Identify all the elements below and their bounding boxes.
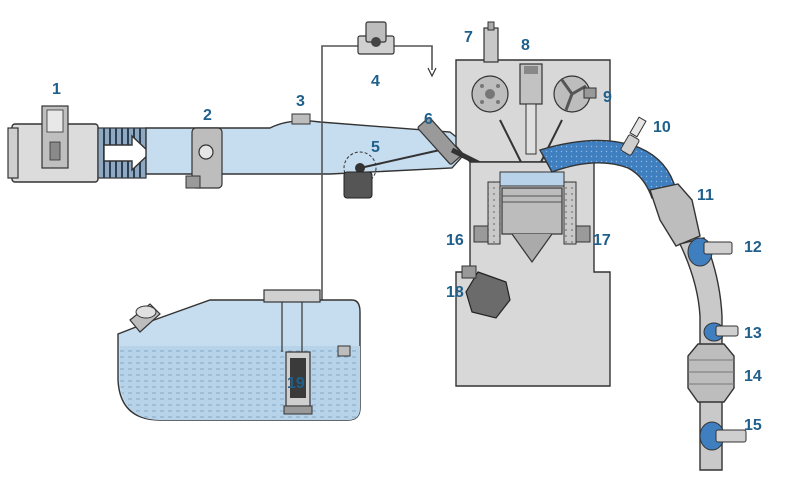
callout-3: 3: [296, 93, 305, 110]
throttle-device: [185, 127, 223, 189]
lambda-sensor-upstream: [620, 116, 647, 156]
callout-8: 8: [521, 37, 530, 54]
callout-5: 5: [371, 139, 380, 156]
callout-16: 16: [446, 232, 464, 249]
callout-13: 13: [744, 325, 762, 342]
fuel-pump-module: [263, 289, 321, 415]
fuel-tank: [117, 289, 361, 421]
callout-9: 9: [603, 89, 612, 106]
callout-10: 10: [653, 119, 671, 136]
callout-17: 17: [593, 232, 611, 249]
callout-4: 4: [371, 73, 380, 90]
callout-labels: 1 2 3 4 5 6 7 8 9 10 11 12 13 14 15 16 1…: [52, 29, 762, 434]
fuel-rail: [483, 27, 499, 63]
callout-7: 7: [464, 29, 473, 46]
engine-block: [417, 21, 611, 387]
knock-sensor-right: [575, 225, 591, 243]
callout-19: 19: [287, 375, 305, 392]
callout-6: 6: [424, 111, 433, 128]
lambda-sensor: [687, 237, 733, 267]
intake-pressure-sensor: [291, 113, 311, 125]
airflow-arrow-icon: [103, 134, 152, 172]
callout-12: 12: [744, 239, 762, 256]
exhaust-temperature-sensor: [703, 322, 739, 342]
lambda-sensor-downstream: [699, 421, 747, 451]
camshaft-phase-adjuster: [553, 75, 597, 113]
callout-2: 2: [203, 107, 212, 124]
canister-purge-system: [321, 21, 437, 300]
piston: [501, 187, 563, 264]
callout-11: 11: [697, 187, 714, 204]
callout-18: 18: [446, 284, 464, 301]
primary-catalytic-converter: [649, 183, 701, 247]
intake-flap: [343, 149, 441, 199]
knock-sensor-left: [473, 225, 489, 243]
air-mass-meter: [7, 105, 99, 183]
ignition-coil: [519, 63, 543, 155]
callout-1: 1: [52, 81, 61, 98]
callout-14: 14: [744, 368, 762, 385]
speed-sensor: [461, 265, 511, 319]
intake-tract: [7, 105, 472, 199]
exhaust-system: [538, 116, 747, 471]
callout-15: 15: [744, 417, 762, 434]
main-catalytic-converter: [687, 343, 735, 403]
